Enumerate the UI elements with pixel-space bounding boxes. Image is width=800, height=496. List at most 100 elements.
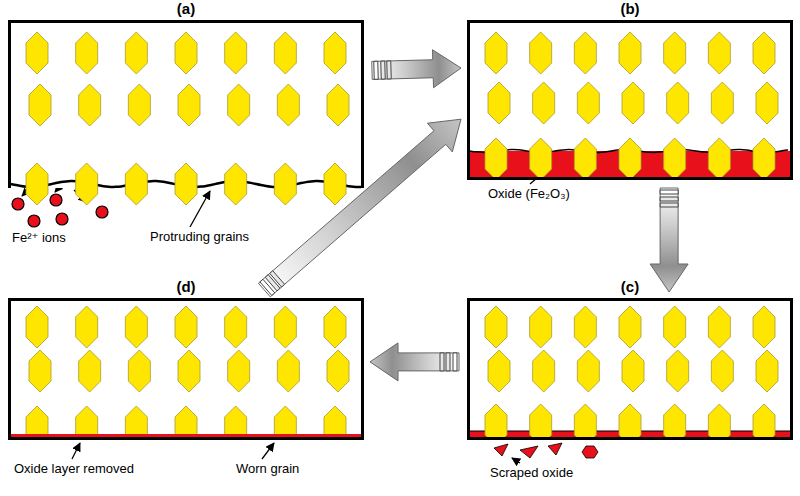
arrow-tail-stripe <box>381 61 385 79</box>
grain <box>711 82 733 124</box>
grain <box>274 32 296 74</box>
grain <box>667 350 689 392</box>
grain <box>753 404 775 437</box>
grain <box>228 84 250 126</box>
grain <box>577 350 599 392</box>
grain <box>664 306 686 348</box>
grain <box>577 82 599 124</box>
grain <box>488 350 510 392</box>
grain <box>664 138 686 177</box>
grain <box>76 32 98 74</box>
grain <box>327 84 349 126</box>
grain <box>175 163 197 205</box>
grain <box>76 306 98 348</box>
grain <box>530 404 552 437</box>
grain <box>756 350 778 392</box>
microstructure <box>11 301 361 437</box>
grain <box>622 82 644 124</box>
grain <box>125 163 147 205</box>
callout-label: Worn grain <box>236 461 299 476</box>
grain <box>708 306 730 348</box>
grain <box>664 32 686 74</box>
grain <box>26 32 48 74</box>
grain <box>485 138 507 177</box>
grain <box>711 350 733 392</box>
arrow-body <box>650 188 688 292</box>
grain <box>324 163 346 205</box>
grain <box>29 84 51 126</box>
microstructure <box>11 23 361 188</box>
grain <box>324 406 346 435</box>
grain <box>26 163 48 205</box>
grain <box>324 32 346 74</box>
grain <box>26 306 48 348</box>
microstructure <box>470 23 790 177</box>
grain <box>175 306 197 348</box>
grain <box>708 404 730 437</box>
callout-label: Fe²⁺ ions <box>12 230 66 245</box>
grain <box>753 306 775 348</box>
process-arrow <box>370 343 459 381</box>
grain <box>277 350 299 392</box>
grain <box>128 84 150 126</box>
grain <box>488 82 510 124</box>
arrow-tail-stripe <box>453 353 457 371</box>
grain <box>76 163 98 205</box>
microstructure <box>470 301 790 437</box>
grain <box>79 84 101 126</box>
callout-label: Oxide layer removed <box>14 461 134 476</box>
grain <box>485 306 507 348</box>
grain <box>530 138 552 177</box>
panel-label: (b) <box>470 0 790 17</box>
grain <box>619 32 641 74</box>
panel-box: (d) <box>8 298 364 440</box>
grain <box>178 84 200 126</box>
grain <box>324 306 346 348</box>
grain <box>622 350 644 392</box>
grain <box>79 350 101 392</box>
arrow-tail-stripe <box>270 271 285 287</box>
arrow-tail-stripe <box>374 61 378 79</box>
panel-label: (c) <box>470 278 790 295</box>
arrow-tail-stripe <box>660 190 678 194</box>
arrow-body <box>372 50 461 88</box>
grain <box>225 306 247 348</box>
arrow-body <box>370 343 459 381</box>
grain <box>708 32 730 74</box>
grain <box>753 32 775 74</box>
grain <box>125 306 147 348</box>
grain <box>619 138 641 177</box>
grain <box>29 350 51 392</box>
grain <box>125 32 147 74</box>
grain <box>327 350 349 392</box>
grain <box>753 138 775 177</box>
panel-box: (b) <box>467 20 793 180</box>
grain <box>533 82 555 124</box>
panel-box: (c) <box>467 298 793 440</box>
panel-label: (a) <box>11 0 361 17</box>
grain <box>128 350 150 392</box>
arrow-tail-stripe <box>446 353 450 371</box>
grain <box>667 82 689 124</box>
grain <box>574 306 596 348</box>
grain <box>274 406 296 435</box>
grain <box>178 350 200 392</box>
grain <box>125 406 147 435</box>
scraped-oxide-fragments <box>494 443 598 458</box>
grain <box>274 163 296 205</box>
grain <box>533 350 555 392</box>
grain <box>485 32 507 74</box>
arrow-tail-stripe <box>660 203 678 207</box>
grain <box>225 406 247 435</box>
callout-label: Scraped oxide <box>490 465 573 480</box>
process-arrow <box>372 50 461 88</box>
grain <box>756 82 778 124</box>
callout-label: Oxide (Fe₂O₃) <box>488 186 570 201</box>
grain <box>175 32 197 74</box>
grain <box>619 404 641 437</box>
grain <box>228 350 250 392</box>
grain <box>664 404 686 437</box>
grain <box>574 138 596 177</box>
grain <box>277 84 299 126</box>
